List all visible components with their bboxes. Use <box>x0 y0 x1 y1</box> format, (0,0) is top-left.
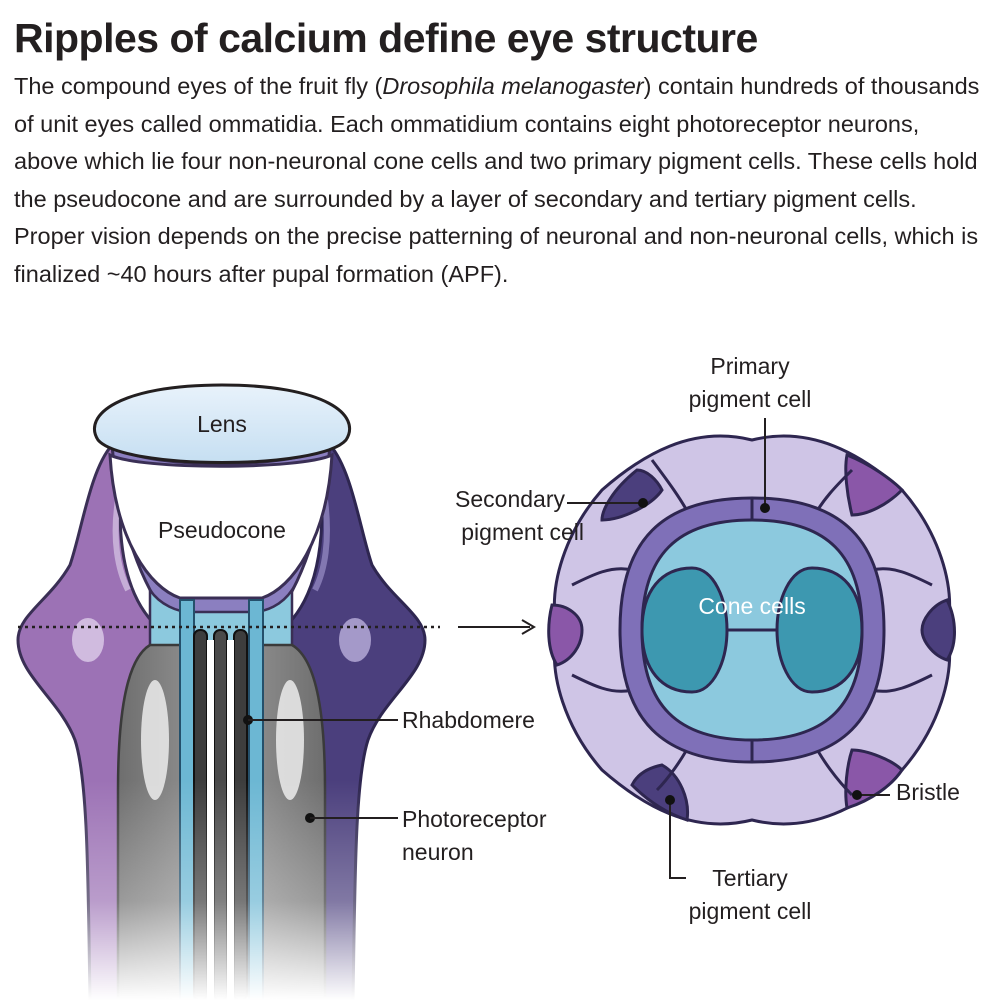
primary-pigment-label-line2: pigment cell <box>689 386 812 412</box>
photoreceptor-label-line2: neuron <box>402 839 474 865</box>
photoreceptor-label-line1: Photoreceptor <box>402 806 547 832</box>
cone-cell-left <box>640 566 729 694</box>
species-name: Drosophila melanogaster <box>382 73 644 99</box>
bristle-cell-left <box>547 603 584 667</box>
tertiary-pigment-cell-right <box>920 598 956 662</box>
cone-cells-label: Cone cells <box>698 593 805 619</box>
tertiary-pigment-label-line2: pigment cell <box>689 898 812 924</box>
pseudocone-label: Pseudocone <box>158 517 286 543</box>
side-view: Lens Pseudocone Rhabdomere Photoreceptor… <box>0 383 547 1000</box>
primary-pigment-label-line1: Primary <box>710 353 790 379</box>
left-pigment-highlight <box>72 618 104 662</box>
intro-paragraph: The compound eyes of the fruit fly (Dros… <box>14 68 984 293</box>
bristle-cell-top-right <box>844 452 905 517</box>
secondary-pigment-label-line2: pigment cell <box>461 519 584 545</box>
right-pigment-highlight <box>339 618 371 662</box>
tertiary-pigment-label-line1: Tertiary <box>712 865 788 891</box>
lens <box>92 383 352 464</box>
ommatidium-diagram: Lens Pseudocone Rhabdomere Photoreceptor… <box>0 353 960 1000</box>
lens-label: Lens <box>197 411 247 437</box>
intro-text-start: The compound eyes of the fruit fly ( <box>14 73 383 99</box>
tertiary-pigment-cell-bottom-left <box>630 763 690 822</box>
rhabdomere-label: Rhabdomere <box>402 707 535 733</box>
tertiary-pigment-cell-top-left <box>600 468 664 522</box>
cone-cell-right <box>775 566 864 694</box>
figure-title: Ripples of calcium define eye structure <box>14 15 758 61</box>
cross-section-view: Cone cells <box>547 434 956 826</box>
secondary-pigment-label-line1: Secondary <box>455 486 565 512</box>
intro-text-end: ) contain hundreds of thousands of unit … <box>14 73 980 287</box>
pseudocone <box>108 452 334 600</box>
bristle-label: Bristle <box>896 779 960 805</box>
